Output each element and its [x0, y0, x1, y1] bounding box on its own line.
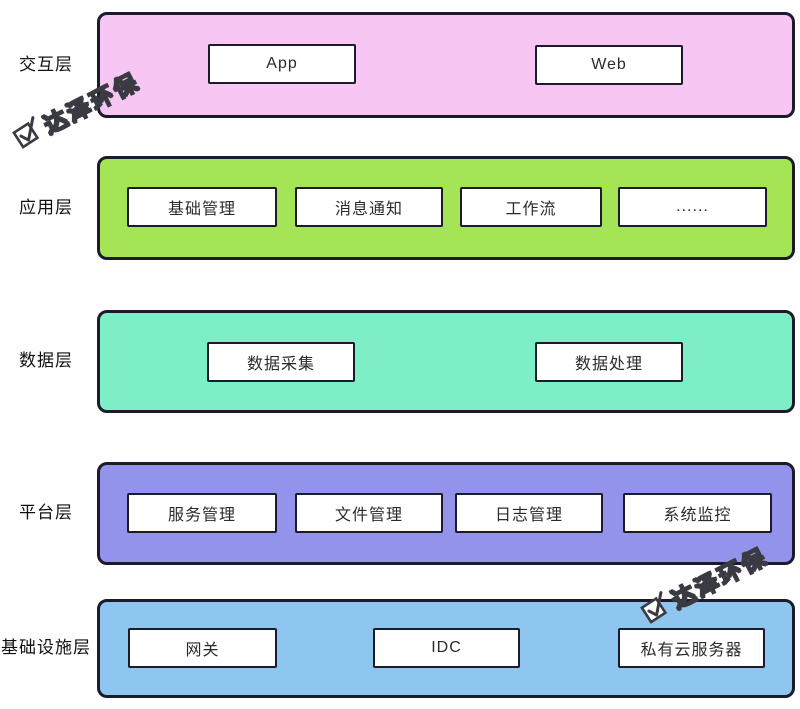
layer-band-interaction: App Web: [97, 12, 795, 118]
layer-band-platform: 服务管理 文件管理 日志管理 系统监控: [97, 462, 795, 565]
node-message-notification: 消息通知: [295, 187, 443, 227]
layer-band-infrastructure: 网关 IDC 私有云服务器: [97, 599, 795, 698]
node-idc: IDC: [373, 628, 520, 668]
node-system-monitoring: 系统监控: [623, 493, 772, 533]
node-log-management: 日志管理: [455, 493, 603, 533]
layer-label-platform: 平台层: [19, 503, 73, 522]
node-app: App: [208, 44, 356, 84]
layer-label-data: 数据层: [19, 351, 73, 370]
node-basic-management: 基础管理: [127, 187, 277, 227]
node-ellipsis: ......: [618, 187, 767, 227]
layer-band-application: 基础管理 消息通知 工作流 ......: [97, 156, 795, 260]
checkbox-icon: [12, 116, 40, 149]
node-data-processing: 数据处理: [535, 342, 683, 382]
layer-label-application: 应用层: [19, 198, 73, 217]
node-gateway: 网关: [128, 628, 277, 668]
node-web: Web: [535, 45, 683, 85]
layer-label-infrastructure: 基础设施层: [1, 638, 91, 657]
node-file-management: 文件管理: [295, 493, 443, 533]
node-service-management: 服务管理: [127, 493, 277, 533]
node-data-collection: 数据采集: [207, 342, 355, 382]
node-workflow: 工作流: [460, 187, 602, 227]
layer-band-data: 数据采集 数据处理: [97, 310, 795, 413]
layer-label-interaction: 交互层: [19, 55, 73, 74]
node-private-cloud-server: 私有云服务器: [618, 628, 765, 668]
